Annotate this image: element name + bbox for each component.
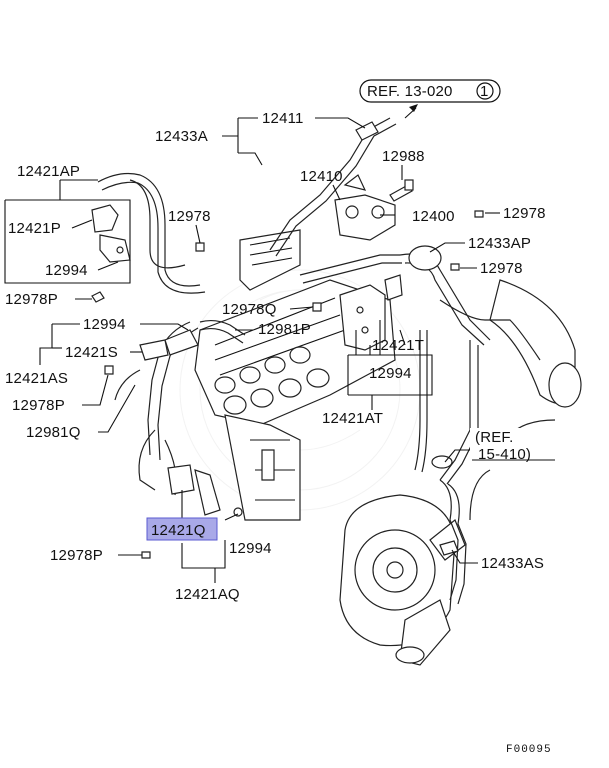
ref-15-410-line1: (REF. (475, 429, 514, 446)
ref-13-020-label: REF. 13-020 (367, 83, 453, 100)
part-label-12411[interactable]: 12411 (262, 110, 304, 127)
fasteners (91, 210, 484, 559)
part-label-12421AP[interactable]: 12421AP (17, 163, 80, 180)
part-label-12994-center[interactable]: 12994 (369, 365, 412, 382)
part-label-12978P-low[interactable]: 12978P (50, 547, 103, 564)
part-label-12978P-left[interactable]: 12978P (5, 291, 58, 308)
part-12421Q-highlight (146, 517, 218, 541)
ref-15-410-line2: 15-410) (478, 446, 531, 463)
canister-12433AP-illustration (408, 245, 442, 271)
part-label-12421AQ[interactable]: 12421AQ (175, 586, 240, 603)
ref-13-020-circle-number: 1 (480, 83, 489, 100)
figure-code: F00095 (506, 744, 552, 756)
part-labels: 12411 12433A 12988 12410 12400 12978 124… (5, 110, 546, 603)
solenoid-12421Q-illustration (167, 464, 243, 517)
part-label-12994-mid[interactable]: 12994 (83, 316, 126, 333)
part-label-12978Q[interactable]: 12978Q (222, 301, 277, 318)
part-label-12433AP[interactable]: 12433AP (468, 235, 531, 252)
part-label-12400[interactable]: 12400 (412, 208, 455, 225)
bracket-12421T-illustration (339, 274, 403, 351)
solenoid-12421S-illustration (139, 329, 199, 361)
ref-13-020-callout: REF. 13-020 1 (359, 79, 501, 103)
leader-lines (4, 104, 500, 583)
part-label-12988[interactable]: 12988 (382, 148, 425, 165)
part-label-12421Q[interactable]: 12421Q (151, 522, 206, 539)
part-label-12421AT[interactable]: 12421AT (322, 410, 383, 427)
solenoid-12410-illustration (334, 174, 396, 241)
part-label-12981P[interactable]: 12981P (258, 321, 311, 338)
part-label-12421T[interactable]: 12421T (372, 337, 424, 354)
part-label-12978-top[interactable]: 12978 (168, 208, 211, 225)
bolt-12988-illustration (389, 179, 414, 202)
part-label-12433A[interactable]: 12433A (155, 128, 208, 145)
intake-manifold-illustration (194, 229, 396, 521)
part-label-12433AS[interactable]: 12433AS (481, 555, 544, 572)
part-label-12421S[interactable]: 12421S (65, 344, 118, 361)
part-label-12978-right-2[interactable]: 12978 (480, 260, 523, 277)
ref-15-410-callout: (REF. 15-410) (470, 428, 558, 464)
part-label-12981Q[interactable]: 12981Q (26, 424, 81, 441)
part-label-12410[interactable]: 12410 (300, 168, 343, 185)
part-label-12978-right-1[interactable]: 12978 (503, 205, 546, 222)
part-label-12994-low[interactable]: 12994 (229, 540, 272, 557)
part-label-12421P[interactable]: 12421P (8, 220, 61, 237)
vacuum-hoses (97, 117, 541, 605)
exhaust-pipe-illustration (469, 279, 582, 521)
turbocharger-illustration (339, 494, 466, 666)
part-label-12994-left[interactable]: 12994 (45, 262, 88, 279)
solenoid-12421P-illustration (91, 204, 131, 263)
part-label-12978P-mid[interactable]: 12978P (12, 397, 65, 414)
part-label-12421AS[interactable]: 12421AS (5, 370, 68, 387)
